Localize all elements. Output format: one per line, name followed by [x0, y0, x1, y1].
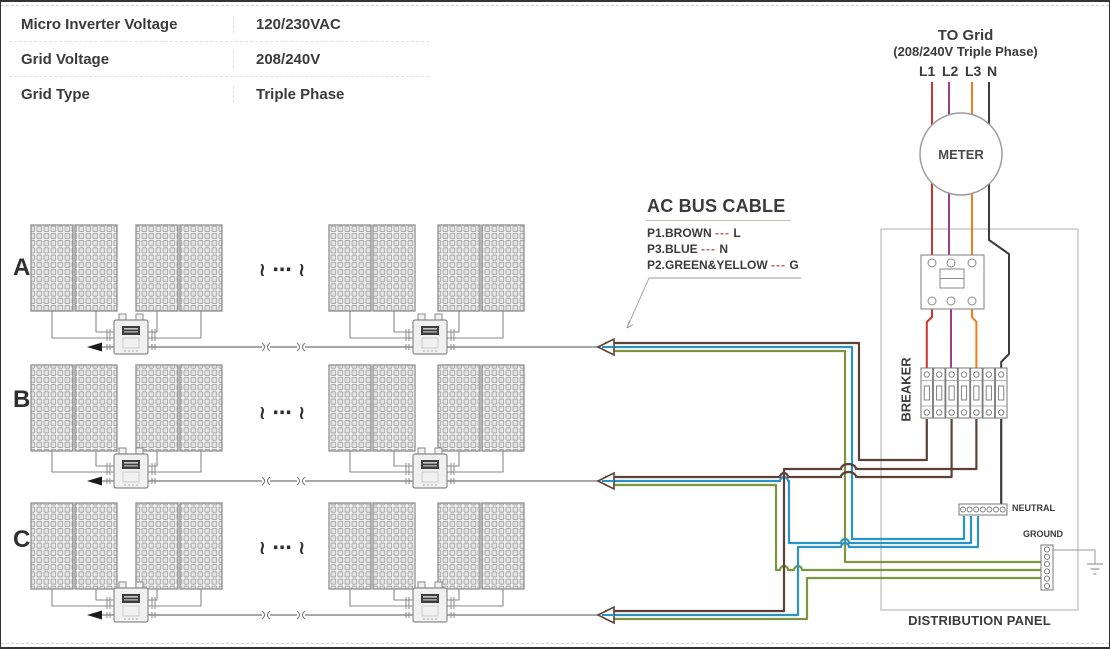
- ac-bus-cable-title: AC BUS CABLE: [647, 196, 786, 216]
- legend-row-brown: P1.BROWN --- L: [647, 225, 799, 241]
- breaker-module: [982, 367, 996, 419]
- ac-bus-legend: P1.BROWN --- L P3.BLUE --- N P2.GREEN&YE…: [647, 225, 799, 273]
- solar-panel: [372, 502, 416, 590]
- legend-row-blue: P3.BLUE --- N: [647, 241, 799, 257]
- legend-dash: ---: [701, 242, 717, 256]
- solar-panel: [135, 502, 179, 590]
- spec-label: Micro Inverter Voltage: [9, 15, 234, 33]
- solar-panel: [437, 502, 481, 590]
- micro-inverter: [113, 447, 149, 489]
- meter: [919, 112, 1003, 196]
- legend-code: N: [719, 242, 729, 256]
- bus-end-cap-arrow: [87, 610, 102, 620]
- array-row-label-b: B: [13, 386, 31, 413]
- spec-label: Grid Voltage: [9, 50, 234, 68]
- legend-dash: ---: [771, 258, 787, 272]
- legend-wire-name: P2.GREEN&YELLOW: [647, 258, 768, 272]
- phase-label-l1: L1: [919, 63, 936, 79]
- solar-panel: [328, 364, 372, 452]
- ac-bus-wiring: [596, 337, 1041, 625]
- breaker-module: [994, 367, 1008, 419]
- spec-value: 208/240V: [256, 50, 321, 68]
- spec-value: 120/230VAC: [256, 15, 341, 33]
- legend-dash: ---: [715, 226, 731, 240]
- continuation-mark: ≀ ⋯ ≀: [258, 259, 306, 281]
- table-row: Grid Voltage 208/240V: [9, 42, 429, 77]
- to-grid-subtitle: (208/240V Triple Phase): [893, 44, 1038, 59]
- array-row-label-a: A: [13, 254, 31, 281]
- solar-panel: [481, 502, 525, 590]
- legend-code: G: [789, 258, 799, 272]
- to-grid-header: TO Grid (208/240V Triple Phase): [873, 27, 1058, 59]
- table-row: Micro Inverter Voltage 120/230VAC: [9, 7, 429, 42]
- phase-label-l2: L2: [942, 63, 959, 79]
- solar-panel: [372, 364, 416, 452]
- solar-array-row-a: [30, 224, 601, 355]
- neutral-bus: [958, 503, 1008, 516]
- meter-circle: [919, 112, 1003, 196]
- title-underline: [646, 220, 791, 221]
- solar-array-row-c: [30, 502, 601, 623]
- solar-panel: [179, 502, 223, 590]
- breaker-module: [945, 367, 958, 419]
- solar-panel: [481, 224, 525, 312]
- continuation-mark: ≀ ⋯ ≀: [258, 402, 306, 424]
- solar-panel: [372, 224, 416, 312]
- breaker-module: [970, 367, 983, 419]
- ground-label: GROUND: [1023, 529, 1063, 539]
- solar-panel: [30, 224, 74, 312]
- legend-leader-line: [626, 277, 801, 329]
- array-row-label-c: C: [13, 526, 31, 553]
- scan-texture-top: [1, 5, 1109, 6]
- solar-panel: [179, 224, 223, 312]
- continuation-mark: ≀ ⋯ ≀: [258, 537, 306, 559]
- spec-label: Grid Type: [9, 85, 234, 103]
- solar-panel: [30, 502, 74, 590]
- solar-panel: [135, 364, 179, 452]
- micro-inverter: [113, 581, 149, 623]
- breaker-bank: [920, 367, 1008, 419]
- solar-panel: [179, 364, 223, 452]
- solar-panel: [481, 364, 525, 452]
- breaker-module: [957, 367, 971, 419]
- table-row: Grid Type Triple Phase: [9, 77, 429, 111]
- bus-end-cap-arrow: [87, 476, 102, 486]
- micro-inverter: [412, 581, 448, 623]
- solar-panel: [74, 224, 118, 312]
- solar-array-row-b: [30, 364, 601, 489]
- legend-row-green: P2.GREEN&YELLOW --- G: [647, 257, 799, 273]
- phase-label-l3: L3: [965, 63, 982, 79]
- spec-table: Micro Inverter Voltage 120/230VAC Grid V…: [9, 7, 429, 111]
- solar-panel: [74, 364, 118, 452]
- breaker-module: [932, 367, 946, 419]
- micro-inverter: [412, 313, 448, 355]
- bus-end-cap-arrow: [87, 342, 102, 352]
- contactor: [920, 254, 985, 310]
- scan-texture-bottom: [1, 643, 1109, 644]
- legend-wire-name: P3.BLUE: [647, 242, 698, 256]
- breaker-label: BREAKER: [898, 357, 914, 422]
- earth-symbol: [1053, 549, 1103, 575]
- solar-panel: [437, 224, 481, 312]
- meter-label: METER: [938, 147, 984, 162]
- micro-inverter: [412, 447, 448, 489]
- phase-label-n: N: [987, 63, 998, 79]
- distribution-panel-box: [880, 228, 1079, 611]
- solar-panel: [328, 502, 372, 590]
- solar-panel: [437, 364, 481, 452]
- legend-code: L: [733, 226, 741, 240]
- distribution-panel-label: DISTRIBUTION PANEL: [908, 613, 1051, 628]
- ground-bus: [1040, 544, 1054, 591]
- to-grid-title: TO Grid: [937, 27, 994, 44]
- solar-panel: [74, 502, 118, 590]
- spec-value: Triple Phase: [256, 85, 345, 103]
- solar-panel: [30, 364, 74, 452]
- legend-wire-name: P1.BROWN: [647, 226, 712, 240]
- micro-inverter: [113, 313, 149, 355]
- solar-panel: [135, 224, 179, 312]
- breaker-module: [920, 367, 934, 419]
- neutral-label: NEUTRAL: [1012, 503, 1055, 513]
- solar-panel: [328, 224, 372, 312]
